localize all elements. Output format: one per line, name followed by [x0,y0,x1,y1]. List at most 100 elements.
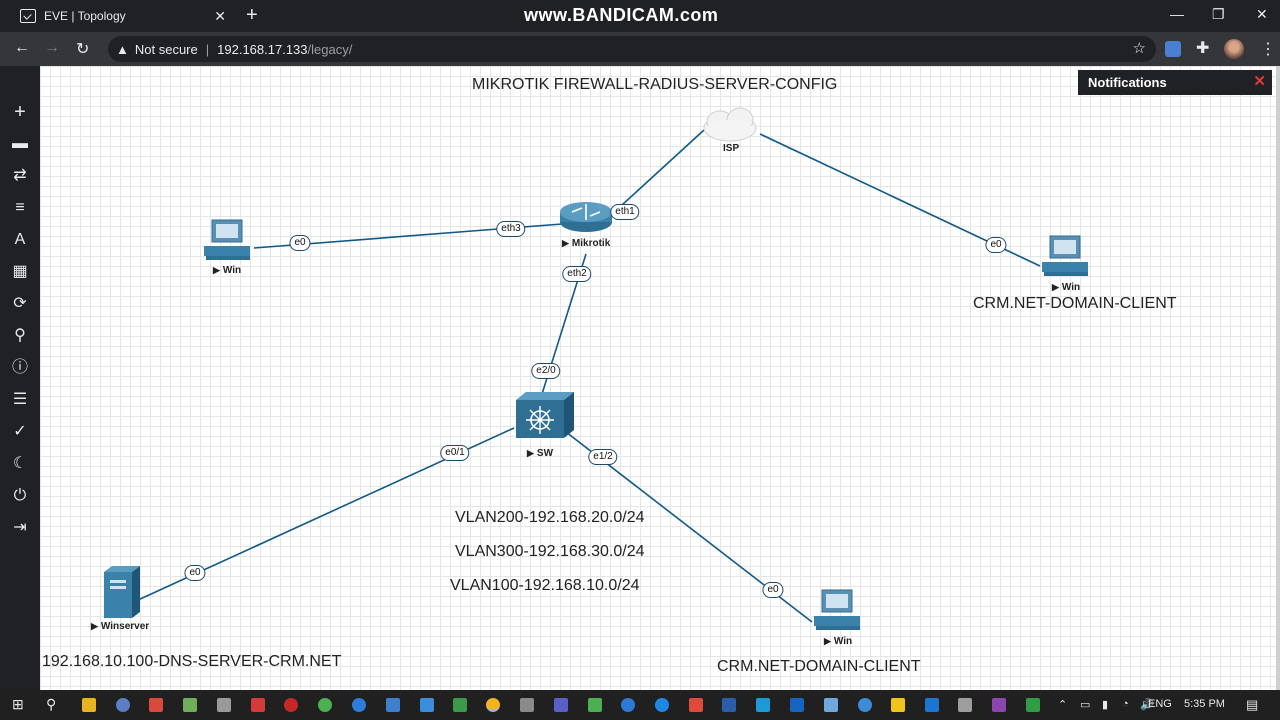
node-label-win-bottom[interactable]: ▶Win [824,636,852,647]
topology-title[interactable]: MIKROTIK FIREWALL-RADIUS-SERVER-CONFIG [472,76,838,93]
app-icon-18[interactable] [722,698,736,712]
interface-label-e0-win-bottom[interactable]: e0 [762,582,784,598]
startup-configs-icon[interactable]: ≡ [15,199,25,216]
logout-icon[interactable]: ⇥ [13,519,27,536]
node-label-isp[interactable]: ISP [723,143,739,154]
app-icon-22[interactable] [858,698,872,712]
switch-icon[interactable] [516,392,574,438]
profile-avatar[interactable] [1224,39,1244,59]
interface-label-eth2[interactable]: eth2 [562,266,592,282]
app-icon-24[interactable] [925,698,939,712]
app-icon-26[interactable] [992,698,1006,712]
tray-app-icon[interactable]: ▭ [1080,699,1091,711]
clock[interactable]: 5:35 PM [1184,698,1225,710]
app-icon-25[interactable] [958,698,972,712]
app-icon-11[interactable] [453,698,467,712]
tray-chevron-icon[interactable]: ⌃ [1058,699,1068,711]
app-icon-6[interactable] [284,698,298,712]
windows-start-icon[interactable]: ⊞ [12,696,24,712]
add-object-icon[interactable]: + [14,101,26,123]
node-label-sw[interactable]: ▶SW [527,448,553,459]
extensions-puzzle-icon[interactable]: ✚ [1196,40,1210,57]
bookmark-star-icon[interactable]: ☆ [1132,40,1146,57]
browser-menu-icon[interactable]: ⋮ [1260,41,1276,58]
notification-center-icon[interactable]: ▤ [1246,697,1259,712]
text-icon[interactable]: A [14,231,26,248]
reload-icon[interactable]: ↻ [76,41,90,58]
node-label-win-left[interactable]: ▶Win [213,265,241,276]
app-icon-20[interactable] [790,698,804,712]
app-icon-27[interactable] [1026,698,1040,712]
interface-label-eth1[interactable]: eth1 [610,204,640,220]
interface-label-eth3[interactable]: eth3 [496,221,526,237]
app-icon-23[interactable] [891,698,905,712]
text-dns-server[interactable]: 192.168.10.100-DNS-SERVER-CRM.NET [42,653,342,670]
node-label-winserver[interactable]: ▶Winserver [91,621,149,632]
app-icon-4[interactable] [217,698,231,712]
interface-label-e2-0[interactable]: e2/0 [531,363,561,379]
app-icon-21[interactable] [824,698,838,712]
forward-icon[interactable]: → [44,39,60,56]
node-label-mikrotik[interactable]: ▶Mikrotik [562,238,610,249]
node-label-win-right[interactable]: ▶Win [1052,282,1080,293]
app-icon-3[interactable] [183,698,197,712]
close-window-icon[interactable]: ✕ [1256,6,1268,22]
nodes-icon[interactable]: ▬ [12,135,28,152]
grid-icon[interactable]: ▦ [12,263,28,280]
text-vlan100[interactable]: VLAN100-192.168.10.0/24 [450,577,640,594]
restore-icon[interactable]: ❐ [1212,6,1225,22]
interface-label-e0-win-left[interactable]: e0 [289,235,311,251]
text-vlan200[interactable]: VLAN200-192.168.20.0/24 [455,509,645,526]
topology-canvas[interactable] [40,66,1276,690]
browser-tab[interactable]: EVE | Topology ✕ [8,0,236,32]
file-explorer-icon[interactable] [82,698,96,712]
address-bar[interactable]: ▲ Not secure | 192.168.17.133 /legacy/ ☆ [108,36,1156,62]
canvas-scrollbar[interactable] [1276,66,1280,690]
networks-icon[interactable]: ⇄ [13,167,27,184]
battery-icon[interactable]: ▮ [1102,699,1109,711]
interface-label-e0-winserver[interactable]: e0 [184,565,206,581]
server-icon[interactable] [104,566,140,618]
search-icon[interactable]: ⚲ [46,696,57,712]
pc-icon-right[interactable] [1042,235,1088,276]
power-icon[interactable]: ⏻ [13,487,27,504]
tab-close-icon[interactable]: ✕ [214,8,226,24]
isp-cloud-icon[interactable] [703,107,757,142]
router-icon[interactable] [560,202,612,232]
translate-extension-icon[interactable] [1165,41,1181,57]
interface-label-e0-win-right[interactable]: e0 [985,237,1007,253]
app-icon-5[interactable] [251,698,265,712]
link-mikrotik-isp[interactable] [621,129,705,206]
lock-check-icon[interactable]: ✓ [13,423,27,440]
app-icon-7[interactable] [318,698,332,712]
language-indicator[interactable]: ENG [1148,698,1172,710]
refresh-topology-icon[interactable]: ⟳ [13,295,27,312]
app-icon-13[interactable] [554,698,568,712]
pc-icon-left[interactable] [204,219,250,260]
zoom-icon[interactable]: ⚲ [14,327,26,344]
app-icon-10[interactable] [420,698,434,712]
text-crm-domain-client-right[interactable]: CRM.NET-DOMAIN-CLIENT [973,295,1177,312]
app-icon-17[interactable] [689,698,703,712]
interface-label-e0-1[interactable]: e0/1 [440,445,470,461]
status-info-icon[interactable]: ⓘ [11,359,28,376]
dark-mode-icon[interactable]: ☾ [12,455,28,472]
app-icon-19[interactable] [756,698,770,712]
app-icon-2[interactable] [149,698,163,712]
app-icon-16[interactable] [655,698,669,712]
new-tab-button[interactable]: + [246,4,258,26]
app-icon-15[interactable] [621,698,635,712]
app-icon-8[interactable] [352,698,366,712]
text-crm-domain-client-bottom[interactable]: CRM.NET-DOMAIN-CLIENT [717,658,921,675]
network-icon[interactable]: ◔ [1122,698,1129,710]
volume-icon[interactable]: 🔊 [1140,699,1154,711]
text-vlan300[interactable]: VLAN300-192.168.30.0/24 [455,543,645,560]
lab-details-icon[interactable]: ☰ [12,391,28,408]
interface-label-e1-2[interactable]: e1/2 [588,449,618,465]
app-icon-14[interactable] [588,698,602,712]
app-icon-9[interactable] [386,698,400,712]
notifications-close-icon[interactable]: ✕ [1253,73,1266,90]
back-icon[interactable]: ← [14,39,30,56]
app-icon-1[interactable] [116,698,130,712]
chrome-taskbar-icon[interactable] [486,698,500,712]
